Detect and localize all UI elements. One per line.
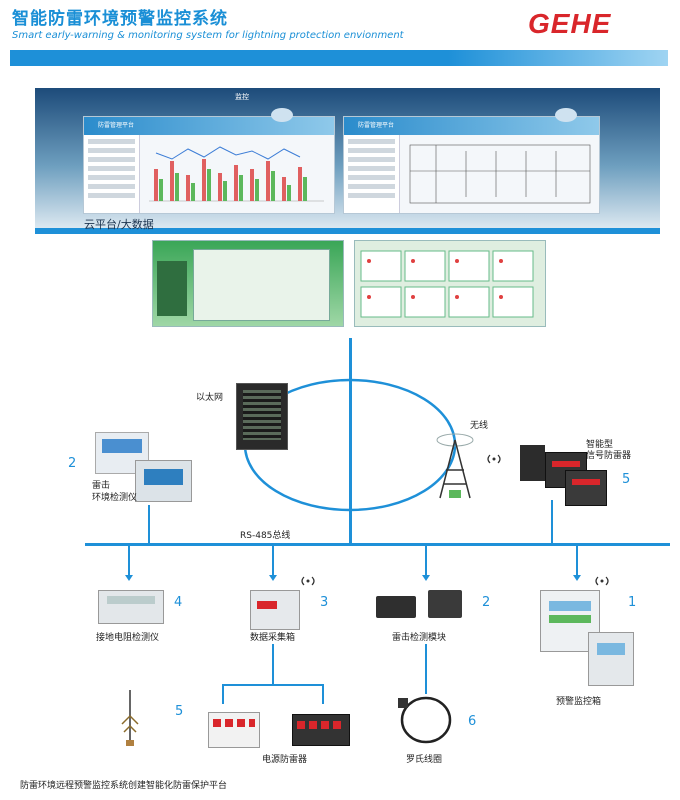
cloud-divider (35, 228, 660, 234)
power-spd-unit (292, 714, 350, 746)
connector-line (222, 684, 224, 704)
device-label: 数据采集箱 (250, 633, 296, 643)
window-title: 防雷管理平台 (84, 117, 334, 135)
rs485-label: RS-485总线 (240, 531, 291, 541)
ethernet-label: 以太网 (196, 393, 224, 403)
arrow-down-icon (573, 575, 581, 581)
device-number: 4 (174, 595, 183, 610)
platform-window-left: 防雷管理平台 (83, 116, 335, 214)
signal-icon (595, 576, 609, 586)
bus-drop (272, 545, 274, 577)
cloud-top-text: 监控 (235, 93, 249, 101)
rogowski-coil-icon (398, 696, 452, 744)
monitor-screenshot-right (354, 240, 546, 327)
device-label: 雷击检测模块 (392, 633, 447, 643)
monitor-screenshot-left (152, 240, 344, 327)
arrow-down-icon (422, 575, 430, 581)
bar-chart-thumbnail (149, 146, 324, 202)
bus-drop (425, 545, 427, 577)
connector-line (425, 644, 427, 694)
connector-line (148, 505, 150, 545)
device-number: 3 (320, 595, 329, 610)
cloud-platform-panel: 监控 防雷管理平台 防雷管理平台 (35, 88, 660, 234)
connector-line (551, 500, 553, 544)
lightning-rod-icon (121, 690, 139, 746)
device-label: 智能型 信号防雷器 (586, 440, 632, 461)
signal-spd-unit (565, 470, 607, 506)
device-label: 雷击 环境检测仪 (92, 481, 138, 503)
environment-tester-panel (135, 460, 192, 502)
page-title: 智能防雷环境预警监控系统 (12, 9, 228, 29)
connector-line (222, 684, 322, 686)
platform-emblem-left (271, 108, 293, 122)
bus-drop (576, 545, 578, 577)
footer-caption: 防雷环境远程预警监控系统创建智能化防雷保护平台 (20, 781, 228, 791)
brand-logo: GEHE (528, 8, 612, 39)
window-title: 防雷管理平台 (344, 117, 599, 135)
arrow-down-icon (125, 575, 133, 581)
device-number: 6 (468, 714, 477, 729)
window-sidebar (344, 135, 400, 213)
main-trunk-line (349, 338, 352, 545)
data-collector-unit (250, 590, 300, 630)
connector-line (272, 644, 274, 684)
platform-emblem-right (555, 108, 577, 122)
power-spd-label: 电源防雷器 (262, 755, 308, 765)
wireless-label: 无线 (470, 421, 489, 431)
device-number: 2 (482, 595, 491, 610)
device-number: 1 (628, 595, 637, 610)
detection-module-unit (428, 590, 462, 618)
header-bar (10, 50, 668, 66)
device-label: 接地电阻检测仪 (96, 633, 160, 643)
device-number: 2 (68, 456, 77, 471)
device-number: 5 (622, 472, 631, 487)
grounding-tester-unit (98, 590, 164, 624)
rs485-bus-line (85, 543, 670, 546)
ethernet-switch (236, 383, 288, 450)
platform-window-right: 防雷管理平台 (343, 116, 600, 214)
wireless-tower-icon (436, 433, 474, 499)
grid-thumbnail (360, 250, 534, 318)
bus-drop (128, 545, 130, 577)
window-sidebar (84, 135, 140, 213)
power-spd-unit (208, 712, 260, 748)
cloud-label: 云平台/大数据 (84, 218, 154, 231)
signal-icon (487, 454, 501, 464)
screenshot-sidebar (157, 261, 187, 316)
detection-module-unit (376, 596, 416, 618)
device-number: 5 (175, 704, 184, 719)
warning-monitor-box (588, 632, 634, 686)
connector-line (322, 684, 324, 704)
page-subtitle: Smart early-warning & monitoring system … (12, 30, 404, 41)
signal-icon (301, 576, 315, 586)
device-label: 罗氏线圈 (406, 755, 443, 765)
screenshot-panel (193, 249, 330, 321)
signal-spd-unit (520, 445, 545, 481)
topology-thumbnail (409, 144, 591, 204)
device-label: 预警监控箱 (556, 697, 602, 707)
arrow-down-icon (269, 575, 277, 581)
